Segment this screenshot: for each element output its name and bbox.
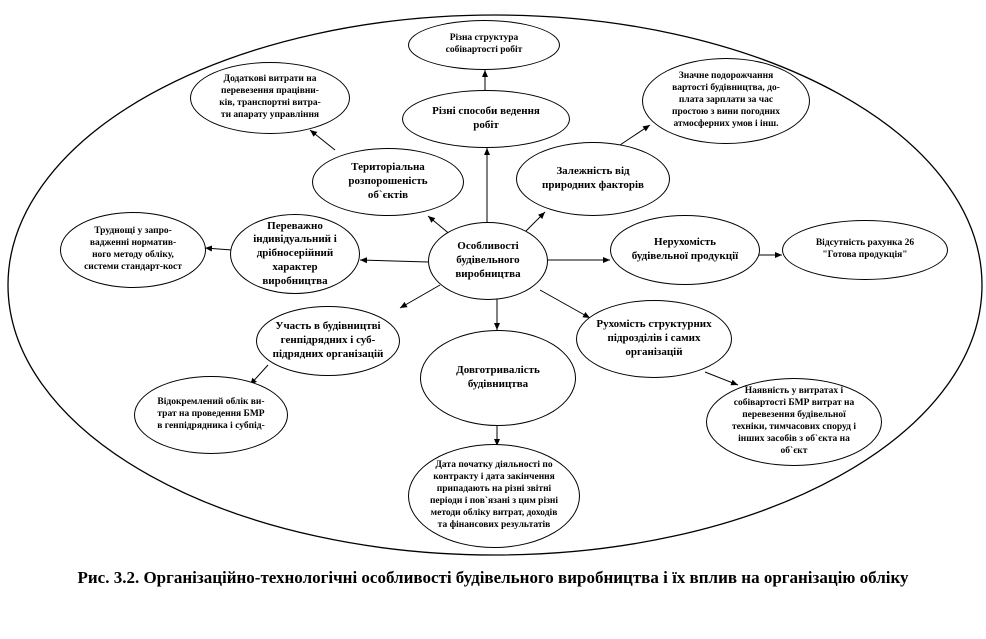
effect-contract-dates: Дата початку діяльності по контракту і д… xyxy=(408,444,580,548)
figure-caption: Рис. 3.2. Організаційно-технологічні осо… xyxy=(77,568,909,587)
effect-no-account-26: Відсутність рахунка 26 "Готова продукція… xyxy=(782,220,948,280)
arrow-center-to-mobility xyxy=(539,289,591,319)
center-node: Особливості будівельного виробництва xyxy=(428,222,548,300)
arrow-territorial-to-additional-costs xyxy=(309,129,336,151)
feature-work-methods: Різні способи ведення робіт xyxy=(402,90,570,148)
feature-participation: Участь в будівництві генпідрядних і суб-… xyxy=(256,306,400,376)
effect-normative-method: Труднощі у запро- вадженні норматив- ног… xyxy=(60,212,206,288)
arrow-center-to-individual xyxy=(359,257,429,264)
arrow-center-to-participation xyxy=(399,284,441,309)
feature-immobility: Нерухомість будівельної продукції xyxy=(610,215,760,285)
arrow-mobility-to-relocation xyxy=(704,371,739,386)
feature-duration: Довготривалість будівництва xyxy=(420,330,576,426)
effect-additional-costs: Додаткові витрати на перевезення працівн… xyxy=(190,62,350,134)
outer-ellipse xyxy=(7,14,983,556)
effect-relocation-costs: Наявність у витратах і собівартості БМР … xyxy=(706,378,882,466)
effect-cost-structure: Різна структура собівартості робіт xyxy=(408,20,560,70)
effect-downtime-costs: Значне подорожчання вартості будівництва… xyxy=(642,58,810,144)
feature-natural-factors: Залежність від природних факторів xyxy=(516,142,670,216)
arrow-natural-to-downtime xyxy=(619,124,651,146)
arrow-individual-to-norm-method xyxy=(204,245,233,252)
effect-separate-accounting: Відокремлений облік ви- трат на проведен… xyxy=(134,376,288,454)
feature-territorial-dispersion: Територіальна розпорошеність об`єктів xyxy=(312,148,464,216)
arrow-center-to-natural xyxy=(524,211,546,233)
feature-mobility: Рухомість структурних підрозділів і сами… xyxy=(576,300,732,378)
feature-individual-production: Переважно індивідуальний і дрібносерійни… xyxy=(230,214,360,294)
